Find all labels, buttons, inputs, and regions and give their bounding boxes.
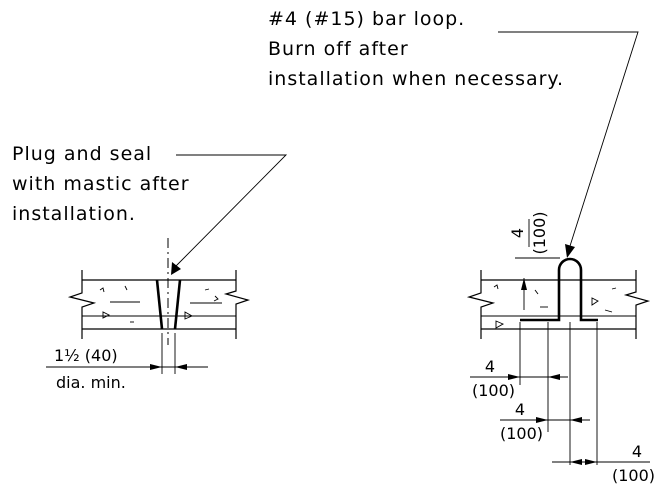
loop-height-value: 4 [508,228,527,238]
plug-note-line2: with mastic after [12,173,190,195]
plug-note-line3: installation. [12,203,136,225]
plug-note-line1: Plug and seal [12,143,152,165]
bar-loop [520,257,598,322]
hole-dia-dimension: 1½ (40) [54,346,118,365]
dim-a-value: 4 [485,357,495,376]
dim-a-metric: (100) [472,381,515,400]
bar-loop-note-line1: #4 (#15) bar loop. [268,8,465,30]
dim-c-label: 4 (100) [612,442,655,485]
dim-c-value: 4 [632,442,642,461]
loop-height-metric: (100) [530,211,549,254]
dim-a-label: 4 (100) [472,357,515,400]
bar-loop-leader [498,31,639,258]
bar-loop-note: #4 (#15) bar loop. Burn off after instal… [268,8,564,90]
plug-arrowhead [171,262,181,275]
right-slab-section [466,257,651,465]
plug-note: Plug and seal with mastic after installa… [12,143,190,225]
hole-dia-label: dia. min. [56,373,126,392]
left-slab-section [46,238,251,374]
dim-b-metric: (100) [500,424,543,443]
dim-b-value: 4 [515,400,525,419]
dim-b-label: 4 (100) [500,400,543,443]
bar-loop-note-line3: installation when necessary. [268,68,564,90]
bar-loop-note-line2: Burn off after [268,38,409,60]
loop-height-dimension: 4 (100) [508,211,549,254]
plug-leader [171,154,288,275]
bar-loop-arrowhead [565,244,575,258]
dim-c-metric: (100) [612,466,655,485]
